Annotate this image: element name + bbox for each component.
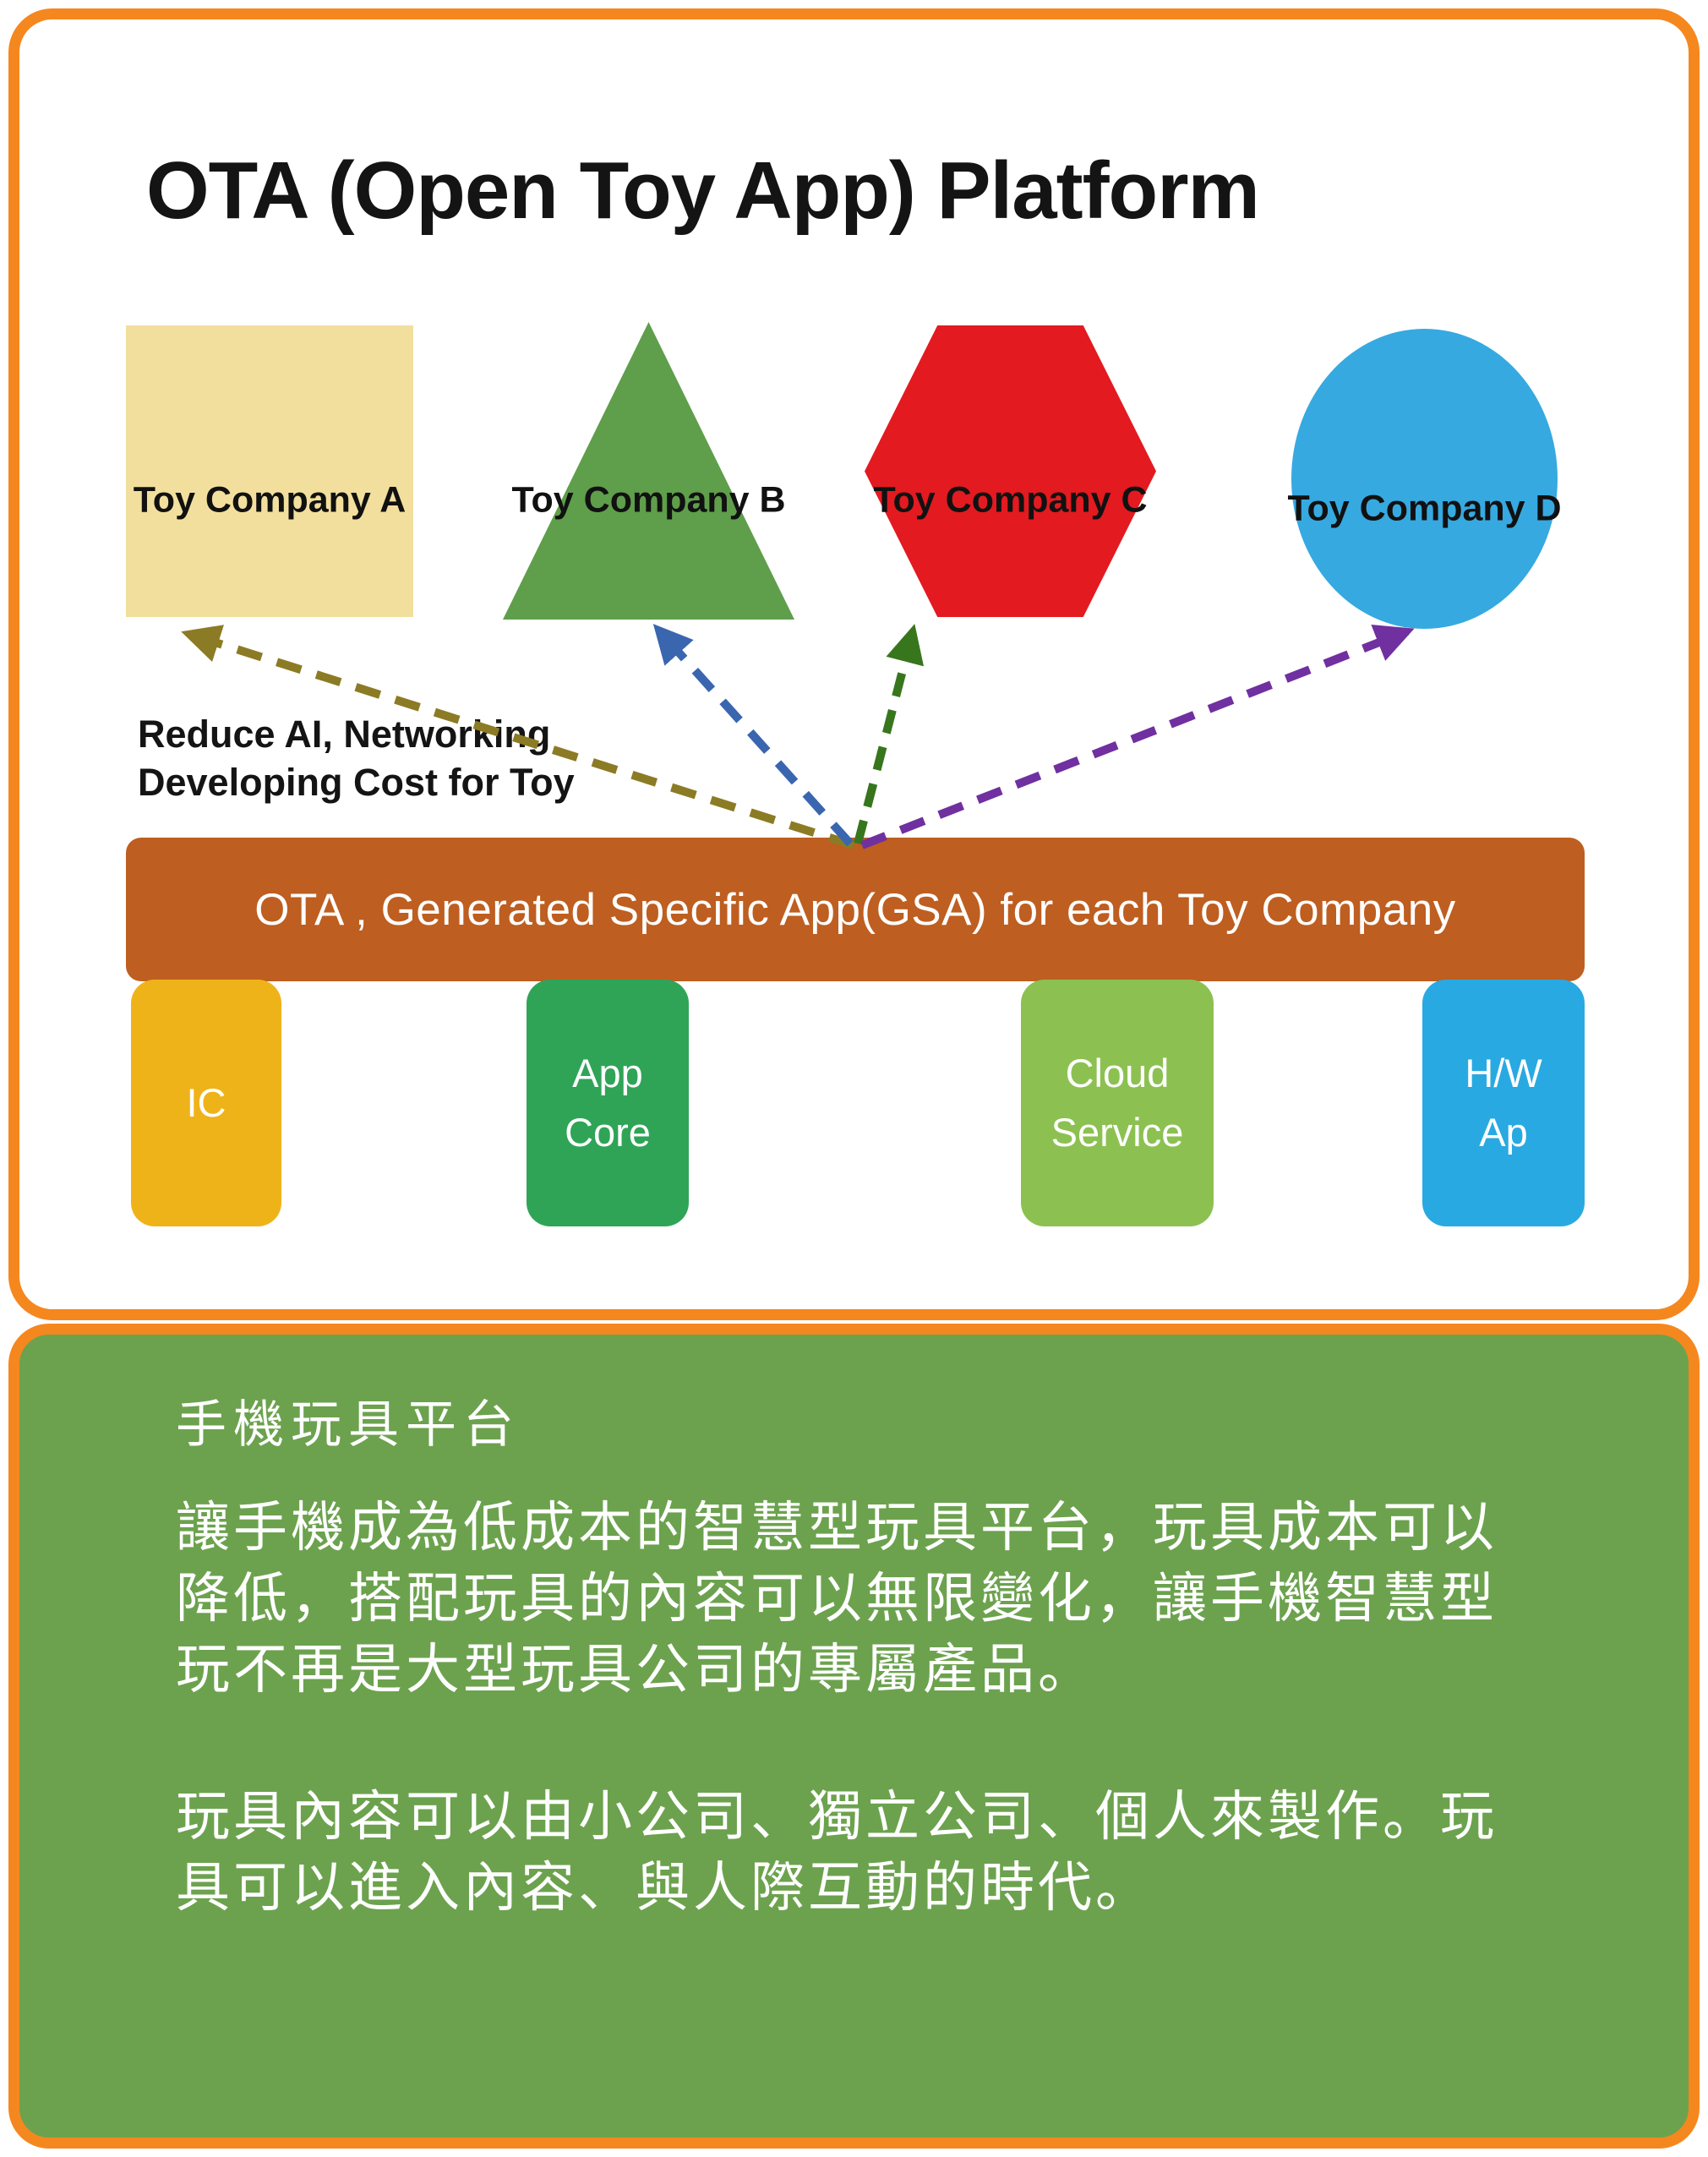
module-ic-label: IC: [186, 1079, 226, 1125]
module-hw-ap: H/W Ap: [1422, 980, 1585, 1226]
toy-company-b: Toy Company B: [503, 322, 794, 620]
toy-company-a-label: Toy Company A: [133, 479, 407, 521]
paragraph-2-line-1: 玩具內容可以由小公司、獨立公司、個人來製作。玩: [176, 1786, 1498, 1847]
paragraph-1-line-2: 降低，搭配玩具的內容可以無限變化，讓手機智慧型: [176, 1568, 1498, 1629]
ota-platform-bar: OTA , Generated Specific App(GSA) for ea…: [126, 838, 1585, 981]
arrow-to-company-d: [860, 625, 1415, 849]
paragraph-2-line-2: 具可以進入內容、與人際互動的時代。: [176, 1857, 1153, 1918]
panel-title: 手機玩具平台: [176, 1396, 521, 1453]
square-shape: [126, 325, 413, 617]
hexagon-shape: [865, 325, 1156, 617]
circle-shape: [1291, 329, 1558, 629]
toy-company-a: Toy Company A: [126, 325, 413, 617]
panel-paragraph-2: 玩具內容可以由小公司、獨立公司、個人來製作。玩 具可以進入內容、與人際互動的時代…: [176, 1781, 1498, 1923]
arrow-to-company-b: [652, 624, 854, 847]
module-cloud-service-label-line2: Service: [1050, 1110, 1184, 1155]
cost-note: Reduce AI, Networking Developing Cost fo…: [138, 711, 575, 806]
ota-platform-bar-label: OTA , Generated Specific App(GSA) for ea…: [254, 884, 1456, 935]
toy-company-d-label: Toy Company D: [1287, 488, 1562, 529]
toy-company-b-label: Toy Company B: [511, 479, 786, 521]
paragraph-1-line-1: 讓手機成為低成本的智慧型玩具平台，玩具成本可以: [176, 1497, 1498, 1558]
module-cloud-service-label: Cloud: [1065, 1050, 1170, 1095]
module-cloud-service: Cloud Service: [1021, 980, 1214, 1226]
module-hw-ap-label: H/W: [1465, 1050, 1542, 1095]
diagram-title: OTA (Open Toy App) Platform: [146, 145, 1260, 236]
module-app-core-label-line2: Core: [565, 1110, 651, 1155]
toy-company-c-label: Toy Company C: [873, 479, 1148, 521]
arrows-overlay: [181, 624, 1415, 849]
module-ic: IC: [131, 980, 281, 1226]
cost-note-line1: Reduce AI, Networking: [138, 713, 551, 756]
description-panel: 手機玩具平台 讓手機成為低成本的智慧型玩具平台，玩具成本可以 降低，搭配玩具的內…: [8, 1324, 1700, 2149]
toy-company-d: Toy Company D: [1287, 329, 1562, 629]
module-app-core: App Core: [527, 980, 689, 1226]
toy-company-c: Toy Company C: [865, 325, 1156, 617]
paragraph-1-line-3: 玩不再是大型玩具公司的專屬產品。: [176, 1639, 1095, 1700]
module-hw-ap-label-line2: Ap: [1479, 1110, 1528, 1155]
arrow-to-company-c: [854, 624, 925, 845]
panel-paragraph-1: 讓手機成為低成本的智慧型玩具平台，玩具成本可以 降低，搭配玩具的內容可以無限變化…: [176, 1492, 1498, 1705]
diagram-card: OTA (Open Toy App) Platform Toy Company …: [8, 8, 1700, 1320]
module-app-core-label: App: [572, 1050, 643, 1095]
arrow-to-company-a: [181, 625, 855, 849]
cost-note-line2: Developing Cost for Toy: [138, 760, 575, 804]
